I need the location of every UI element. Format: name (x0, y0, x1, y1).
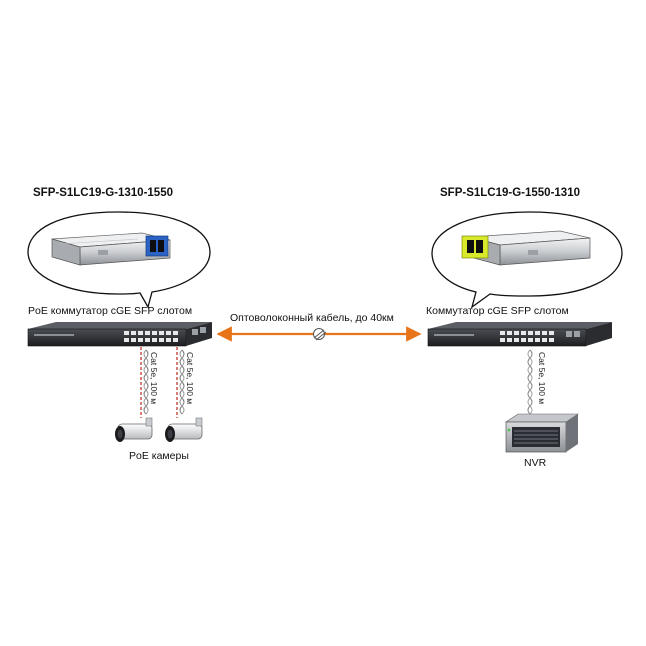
copper-cable-3 (527, 349, 533, 415)
right-module-title: SFP-S1LC19-G-1550-1310 (440, 187, 580, 199)
sfp-transceiver-icon (461, 230, 591, 266)
cameras-label: PoE камеры (129, 450, 189, 462)
left-switch-label: PoE коммутатор cGE SFP слотом (28, 305, 193, 317)
fiber-link-label: Оптоволоконный кабель, до 40км (230, 312, 394, 324)
copper-cable-2 (176, 347, 185, 418)
cable-label-left-1: Cat 5e, 100 м (149, 352, 159, 405)
left-module-title: SFP-S1LC19-G-1310-1550 (33, 187, 173, 199)
fiber-optic-link (216, 326, 422, 342)
network-switch-icon (427, 322, 612, 347)
nvr-server-icon (505, 413, 579, 453)
nvr-label: NVR (524, 457, 547, 469)
cable-label-left-2: Cat 5e, 100 м (185, 352, 195, 405)
cctv-camera-icon (165, 417, 203, 442)
right-switch-label: Коммутатор cGE SFP слотом (426, 305, 569, 317)
sfp-transceiver-icon (51, 232, 171, 266)
copper-cable-1 (140, 347, 149, 418)
cable-label-right: Cat 5e, 100 м (537, 352, 547, 405)
cctv-camera-icon (115, 417, 153, 442)
network-switch-icon (27, 322, 212, 347)
